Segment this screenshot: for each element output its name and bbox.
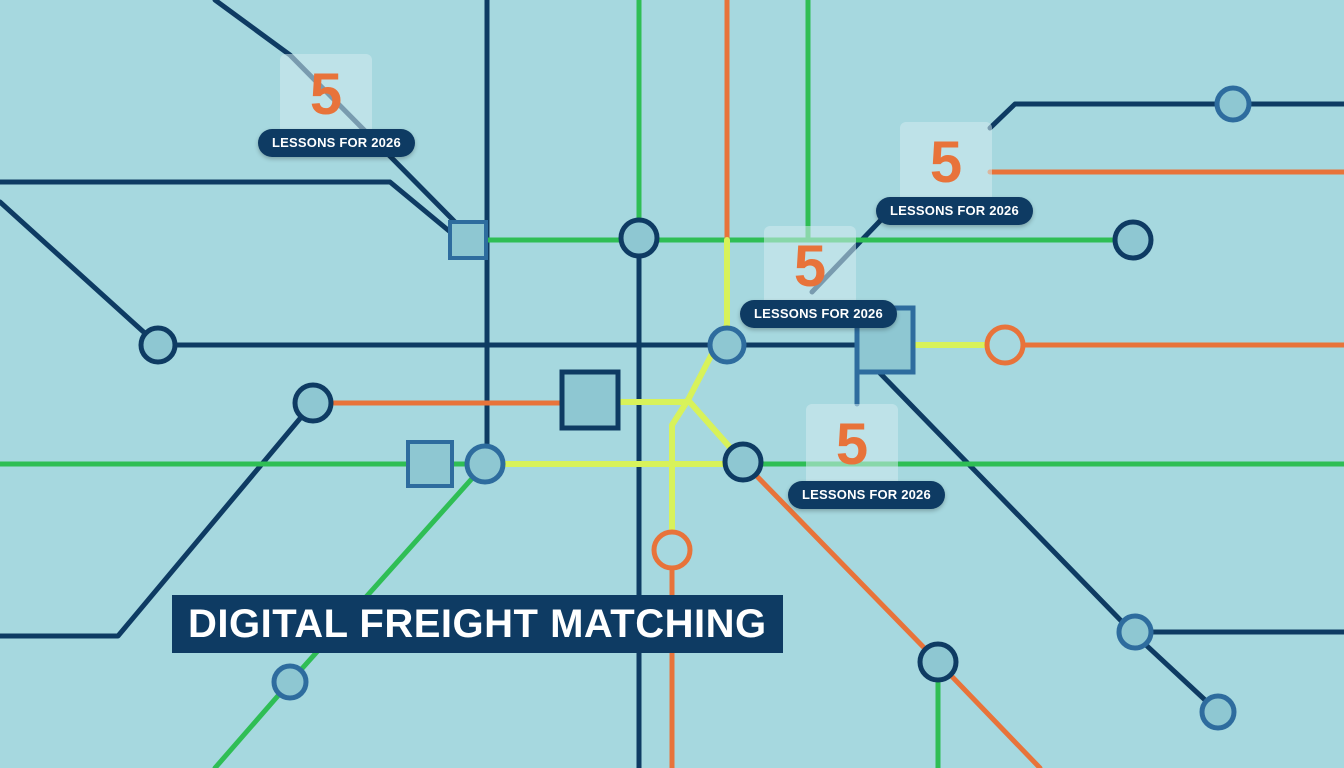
station-circle bbox=[618, 217, 660, 259]
interchange-square bbox=[448, 220, 488, 260]
lessons-label: LESSONS FOR 2026 bbox=[258, 129, 415, 157]
station-circle-orange bbox=[984, 324, 1026, 366]
station-circle bbox=[1116, 613, 1154, 651]
station-circle bbox=[271, 663, 309, 701]
station-circle bbox=[722, 441, 764, 483]
station-circle bbox=[138, 325, 178, 365]
lesson-count: 5 bbox=[793, 234, 827, 299]
station-circle bbox=[1112, 219, 1154, 261]
station-circle bbox=[1199, 693, 1237, 731]
lessons-label: LESSONS FOR 2026 bbox=[788, 481, 945, 509]
lesson-count: 5 bbox=[929, 130, 963, 195]
station-circle bbox=[292, 382, 334, 424]
navy-line-west-upper bbox=[0, 179, 463, 243]
title-banner: DIGITAL FREIGHT MATCHING bbox=[172, 595, 783, 653]
station-circle bbox=[917, 641, 959, 683]
station-circle bbox=[464, 443, 506, 485]
lessons-label: LESSONS FOR 2026 bbox=[876, 197, 1033, 225]
navy-line-northeast bbox=[987, 101, 1344, 131]
navy-line-west-diagonal bbox=[0, 199, 161, 348]
station-circle bbox=[1214, 85, 1252, 123]
interchange-square bbox=[559, 369, 621, 431]
station-circle-orange bbox=[651, 529, 693, 571]
lesson-count: 5 bbox=[309, 62, 343, 127]
navy-line-southwest bbox=[0, 400, 316, 639]
interchange-square bbox=[406, 440, 454, 488]
lessons-label: LESSONS FOR 2026 bbox=[740, 300, 897, 328]
number-box: 5 bbox=[900, 122, 992, 204]
lime-route-south-branch bbox=[669, 397, 691, 553]
lesson-count: 5 bbox=[835, 412, 869, 477]
station-circle bbox=[707, 325, 747, 365]
number-box: 5 bbox=[280, 54, 372, 136]
lime-route-upper bbox=[685, 237, 730, 403]
number-box: 5 bbox=[806, 404, 898, 486]
number-box: 5 bbox=[764, 226, 856, 308]
